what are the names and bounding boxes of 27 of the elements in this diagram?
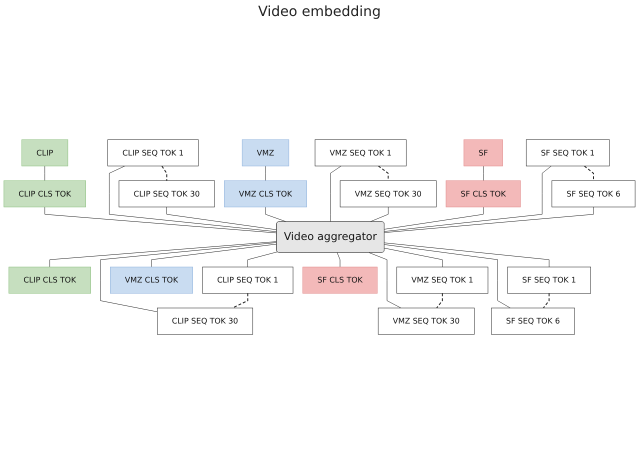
connector: [384, 206, 594, 233]
connector: [232, 292, 248, 308]
connector: [542, 292, 550, 308]
connector: [384, 244, 511, 308]
connector: [368, 252, 402, 308]
connector: [336, 252, 340, 268]
connector: [44, 166, 46, 181]
connector: [384, 248, 443, 268]
group-label: Video embedding: [258, 4, 381, 20]
connector: [161, 166, 168, 182]
connector: [436, 292, 443, 308]
connector: [330, 166, 342, 222]
connector: [584, 166, 594, 182]
connector: [384, 242, 550, 268]
connector: [100, 242, 277, 312]
connector: [151, 244, 277, 268]
connector: [370, 206, 388, 222]
connector: [44, 206, 277, 234]
connector: [265, 206, 287, 222]
connector: [384, 166, 552, 232]
connector: [50, 241, 277, 268]
connector: [483, 166, 484, 181]
connector: [384, 206, 484, 230]
connector: [378, 166, 389, 182]
connector: [248, 252, 278, 268]
connector: [166, 206, 277, 230]
connector: [108, 166, 277, 232]
